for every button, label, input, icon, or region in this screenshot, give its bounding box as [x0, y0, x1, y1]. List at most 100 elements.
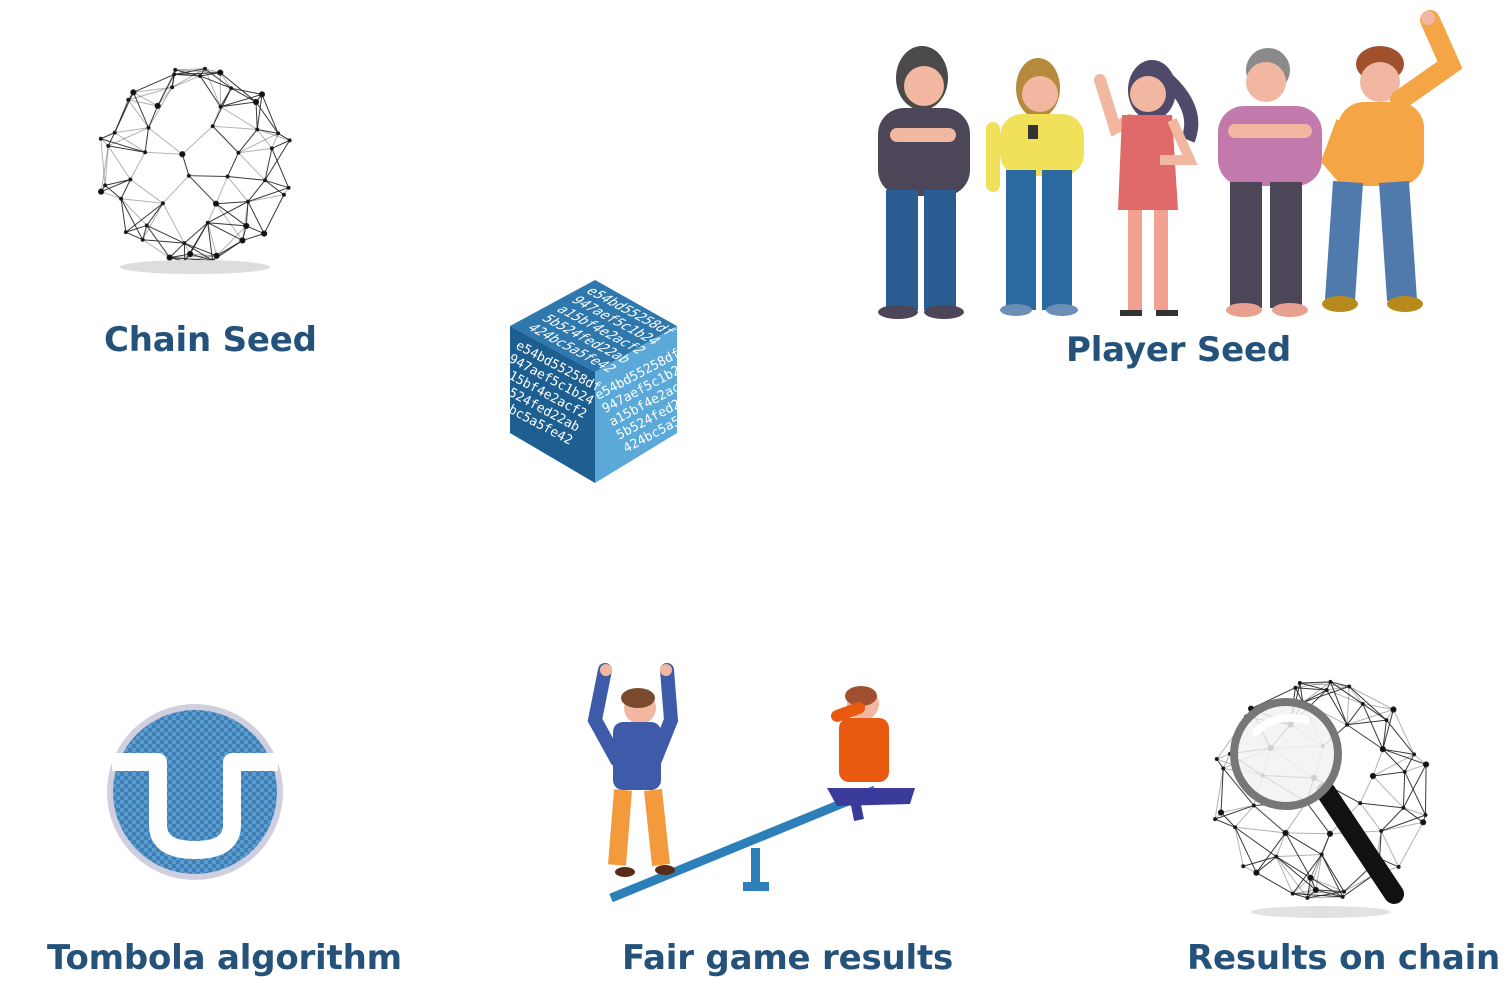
network-edge — [157, 74, 175, 107]
network-node — [1233, 825, 1238, 830]
network-node — [179, 151, 186, 158]
network-node — [198, 73, 203, 78]
network-edge — [130, 179, 164, 204]
network-edge — [174, 68, 206, 75]
network-edge — [247, 187, 289, 203]
network-edge — [175, 68, 205, 71]
network-node — [1402, 769, 1407, 774]
network-node — [258, 91, 266, 98]
network-edge — [212, 125, 258, 130]
network-edge — [215, 201, 249, 205]
network-node — [126, 97, 131, 102]
network-edge — [1382, 720, 1387, 750]
network-node — [245, 199, 250, 204]
network-node — [170, 85, 175, 90]
network-edge — [1379, 831, 1382, 859]
network-edge — [184, 242, 213, 261]
network-edge — [1381, 821, 1424, 832]
network-edge — [125, 202, 164, 233]
network-edge — [1382, 748, 1415, 755]
network-edge — [175, 69, 221, 74]
network-edge — [1292, 889, 1316, 895]
network-edge — [104, 178, 131, 186]
network-edge — [1404, 763, 1427, 773]
network-edge — [246, 225, 265, 235]
network-edge — [107, 145, 131, 180]
network-edge — [1307, 891, 1345, 899]
network-edge — [264, 148, 273, 181]
network-node — [166, 254, 173, 261]
network-edge — [114, 132, 146, 153]
network-edge — [1214, 768, 1224, 820]
network-edge — [207, 222, 243, 241]
network-node — [218, 104, 223, 109]
network-edge — [1307, 896, 1343, 899]
network-edge — [1275, 832, 1286, 857]
network-node — [210, 124, 215, 129]
network-edge — [230, 87, 257, 103]
network-edge — [162, 175, 190, 204]
fair-game-results-label: Fair game results — [622, 938, 954, 978]
network-node — [1312, 886, 1319, 894]
network-node — [106, 143, 111, 148]
network-node — [261, 230, 268, 237]
network-edge — [1346, 709, 1394, 726]
network-edge — [100, 191, 122, 200]
network-edge — [1275, 856, 1317, 891]
network-edge — [175, 69, 201, 77]
network-node — [143, 150, 148, 155]
network-node — [229, 86, 234, 91]
network-node — [182, 241, 187, 246]
network-node — [286, 185, 291, 190]
network-edge — [188, 175, 228, 178]
network-edge — [1321, 854, 1345, 892]
network-edge — [1292, 877, 1311, 894]
network-node — [1340, 894, 1345, 899]
network-node — [1282, 829, 1289, 837]
network-edge — [1299, 681, 1331, 684]
network-edge — [204, 68, 221, 107]
network-edge — [1330, 681, 1364, 705]
network-node — [98, 188, 105, 195]
network-edge — [1292, 854, 1323, 894]
network-edge — [220, 101, 257, 108]
network-edge — [1276, 856, 1311, 879]
network-node — [154, 102, 161, 109]
network-node — [1274, 854, 1279, 859]
network-edge — [1234, 826, 1277, 858]
network-edge — [1404, 771, 1426, 816]
network-edge — [1326, 686, 1350, 691]
network-edge — [271, 139, 290, 149]
network-edge — [256, 94, 263, 130]
network-node — [1319, 852, 1324, 857]
network-node — [1358, 801, 1363, 806]
network-edge — [142, 225, 148, 240]
network-edge — [1362, 703, 1387, 721]
network-edge — [1403, 807, 1426, 816]
network-node — [1221, 766, 1226, 771]
network-edge — [1222, 768, 1255, 806]
network-edge — [1292, 891, 1345, 895]
network-edge — [1381, 814, 1426, 832]
network-edge — [100, 138, 146, 153]
network-node — [1422, 761, 1430, 768]
network-node — [281, 192, 286, 197]
network-edge — [207, 222, 218, 256]
network-edge — [104, 145, 109, 186]
network-edge — [132, 92, 149, 128]
network-edge — [1382, 709, 1394, 750]
network-edge — [220, 106, 258, 130]
network-node — [1328, 679, 1333, 684]
network-edge — [157, 69, 176, 107]
network-node — [236, 150, 241, 155]
network-node — [1342, 889, 1347, 894]
network-edge — [238, 152, 266, 181]
network-node — [1412, 752, 1417, 757]
network-edge — [1275, 856, 1294, 894]
network-edge — [1295, 681, 1331, 689]
network-edge — [1214, 818, 1236, 828]
network-edge — [1380, 830, 1400, 868]
network-edge — [1302, 689, 1327, 703]
network-edge — [1402, 771, 1406, 808]
network-edge — [247, 179, 266, 202]
